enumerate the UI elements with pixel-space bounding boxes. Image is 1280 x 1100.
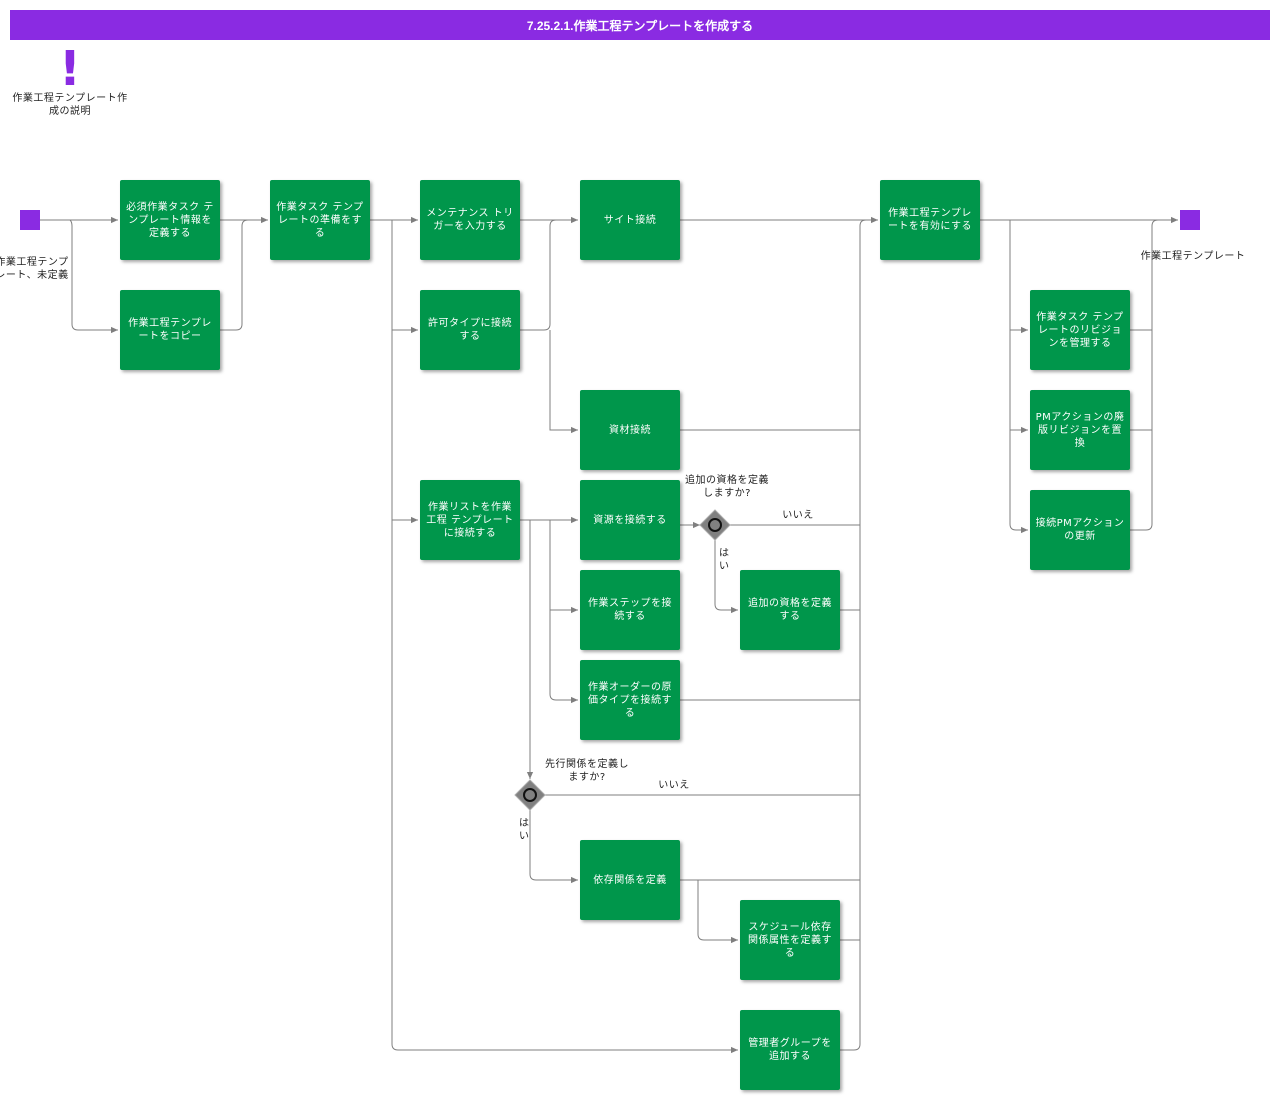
task-connect-cost-type[interactable] bbox=[580, 660, 680, 740]
start-event[interactable] bbox=[20, 210, 40, 230]
task-manage-task-revision[interactable] bbox=[1030, 290, 1130, 370]
flow-line bbox=[520, 219, 557, 331]
flow-line bbox=[840, 219, 867, 1051]
gateway-question-label: 追加の資格を定義しますか? bbox=[685, 475, 769, 499]
task-define-required-info[interactable] bbox=[120, 180, 220, 260]
flow-line bbox=[1130, 219, 1159, 531]
task-connect-permit-type[interactable] bbox=[420, 290, 520, 370]
flow-line bbox=[1009, 220, 1028, 534]
flow-line bbox=[549, 520, 578, 704]
end-event-label: 作業工程テンプレート bbox=[1140, 251, 1246, 262]
task-replace-obsolete-revision[interactable] bbox=[1030, 390, 1130, 470]
task-copy-template[interactable] bbox=[120, 290, 220, 370]
task-connect-task-list[interactable] bbox=[420, 480, 520, 560]
gateway-precedence[interactable] bbox=[514, 779, 546, 811]
flow-line bbox=[549, 330, 578, 434]
task-add-admin-group[interactable] bbox=[740, 1010, 840, 1090]
task-update-connected-pm[interactable] bbox=[1030, 490, 1130, 570]
task-define-additional-qualification[interactable] bbox=[740, 570, 840, 650]
task-connect-resource[interactable] bbox=[580, 480, 680, 560]
exclamation-icon: ! bbox=[59, 41, 81, 97]
flow-line bbox=[391, 220, 738, 1054]
end-event[interactable] bbox=[1180, 210, 1200, 230]
gateway-qualification[interactable] bbox=[699, 509, 731, 541]
gateway-yes-label: はい bbox=[719, 548, 729, 572]
task-define-schedule-dependency[interactable] bbox=[740, 900, 840, 980]
gateway-question-label: 先行関係を定義しますか? bbox=[545, 759, 629, 783]
task-activate-template[interactable] bbox=[880, 180, 980, 260]
task-define-dependency[interactable] bbox=[580, 840, 680, 920]
flow-line bbox=[697, 880, 738, 944]
gateway-no-label: いいえ bbox=[782, 510, 814, 521]
flow-line bbox=[714, 540, 738, 614]
diagram-title: 7.25.2.1.作業工程テンプレートを作成する bbox=[10, 10, 1270, 40]
task-connect-work-step[interactable] bbox=[580, 570, 680, 650]
task-enter-maintenance-trigger[interactable] bbox=[420, 180, 520, 260]
flow-line bbox=[69, 219, 118, 334]
gateway-no-label: いいえ bbox=[658, 780, 690, 791]
task-prepare-task-template[interactable] bbox=[270, 180, 370, 260]
note-label: 作業工程テンプレート作成の説明 bbox=[12, 93, 128, 117]
flow-line bbox=[529, 810, 578, 884]
start-event-label: 作業工程テンプレート、未定義 bbox=[0, 257, 69, 281]
task-material-connection[interactable] bbox=[580, 390, 680, 470]
task-site-connection[interactable] bbox=[580, 180, 680, 260]
flow-line bbox=[220, 219, 249, 331]
gateway-yes-label: はい bbox=[519, 818, 529, 842]
